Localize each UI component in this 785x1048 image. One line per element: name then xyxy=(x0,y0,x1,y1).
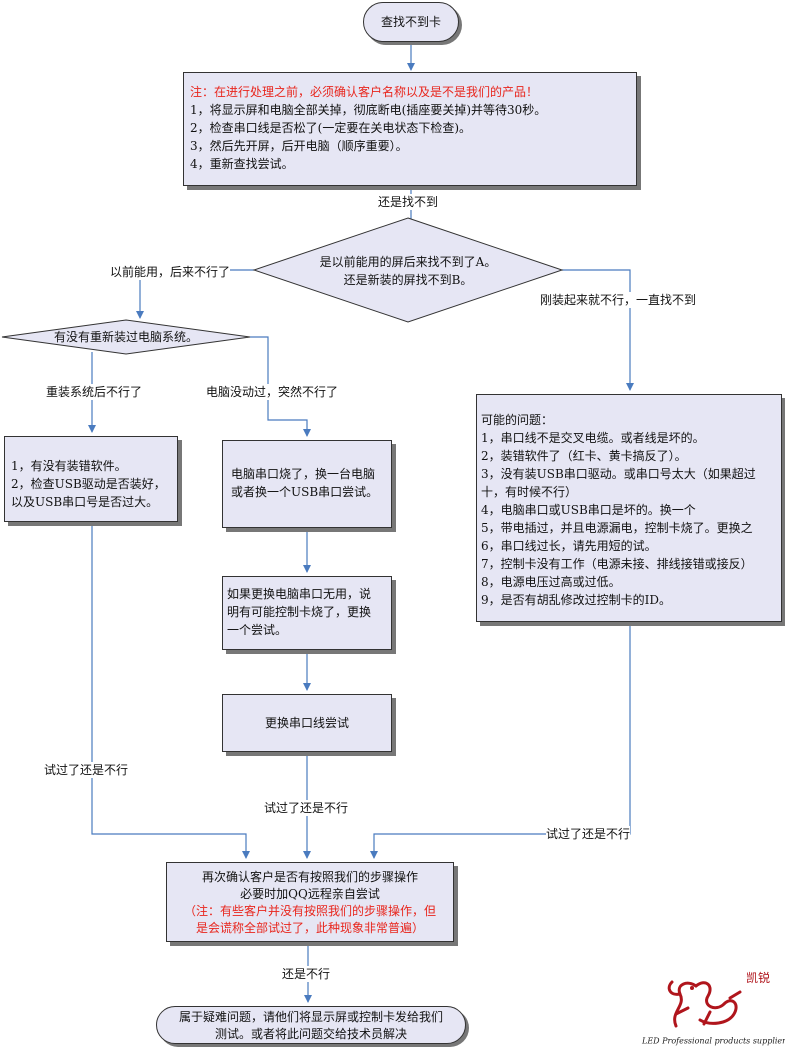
card-line-3: 一个尝试。 xyxy=(227,623,288,637)
end-node: 属于疑难问题，请他们将显示屏或控制卡发给我们 测试。或者将此问题交给技术员解决 xyxy=(156,1006,466,1044)
replace-cable-box: 更换串口线尝试 xyxy=(222,694,392,752)
brand-logo: 凯锐 LED Professional products suppliers ® xyxy=(640,968,785,1048)
confirm-line-2: 必要时加QQ远程亲自尝试 xyxy=(240,887,380,901)
label-still-not-found: 还是找不到 xyxy=(378,194,439,210)
logo-seal-text: 凯锐 xyxy=(746,971,770,985)
label-used-to-work: 以前能用，后来不行了 xyxy=(110,264,231,280)
problem-item: 4，电脑串口或USB串口是坏的。换一个 xyxy=(481,503,696,517)
confirm-note-2: 是会谎称全部试过了，此种现象非常普遍） xyxy=(195,921,424,935)
intro-box: 注：在进行处理之前，必须确认客户名称以及是不是我们的产品！ 1，将显示屏和电脑全… xyxy=(183,72,637,186)
label-pc-unchanged: 电脑没动过，突然不行了 xyxy=(206,384,339,400)
serial-port-box: 电脑串口烧了，换一台电脑 或者换一个USB串口尝试。 xyxy=(222,440,392,528)
intro-step-4: 4，重新查找尝试。 xyxy=(190,157,294,171)
problem-item: 2，装错软件了（红卡、黄卡搞反了）。 xyxy=(481,449,687,463)
problem-item: 9，是否有胡乱修改过控制卡的ID。 xyxy=(481,593,671,607)
label-tried-left: 试过了还是不行 xyxy=(44,762,129,778)
main-decision-line2: 还是新装的屏找不到B。 xyxy=(343,273,473,287)
intro-step-3: 3，然后先开屏，后开电脑（顺序重要）。 xyxy=(190,139,408,153)
cable-label: 更换串口线尝试 xyxy=(264,716,349,730)
software-line-3: 以及USB串口号是否过大。 xyxy=(11,495,159,509)
main-decision-line1: 是以前能用的屏后来找不到了A。 xyxy=(319,255,497,269)
control-card-box: 如果更换电脑串口无用，说 明有可能控制卡烧了，更换 一个尝试。 xyxy=(222,576,392,650)
left-decision-diamond xyxy=(1,319,251,355)
problem-item: 十，有时候不行） xyxy=(481,485,578,499)
label-still-fail: 还是不行 xyxy=(282,966,331,982)
port-line-1: 电脑串口烧了，换一台电脑 xyxy=(231,467,376,481)
main-decision-text: 是以前能用的屏后来找不到了A。 还是新装的屏找不到B。 xyxy=(300,253,516,289)
end-line-2: 测试。或者将此问题交给技术员解决 xyxy=(214,1027,407,1041)
start-node: 查找不到卡 xyxy=(363,2,459,42)
dragon-icon: 凯锐 xyxy=(667,971,770,1028)
problems-title: 可能的问题： xyxy=(481,413,554,427)
intro-step-1: 1，将显示屏和电脑全部关掉，彻底断电(插座要关掉)并等待30秒。 xyxy=(190,103,547,117)
problem-item: 8，电源电压过高或过低。 xyxy=(481,575,621,589)
possible-problems-box: 可能的问题： 1，串口线不是交叉电缆。或者线是坏的。 2，装错软件了（红卡、黄卡… xyxy=(476,394,782,622)
card-line-2: 明有可能控制卡烧了，更换 xyxy=(227,605,372,619)
left-decision-label: 有没有重新装过电脑系统。 xyxy=(53,330,198,344)
software-line-1: 1，有没有装错软件。 xyxy=(11,459,127,473)
confirm-note-1: （注：有些客户并没有按照我们的步骤操作，但 xyxy=(183,904,436,918)
confirm-line-1: 再次确认客户是否有按照我们的步骤操作 xyxy=(201,870,418,884)
problem-item: 7，控制卡没有工作（电源未接、排线接错或接反） xyxy=(481,557,753,571)
card-line-1: 如果更换电脑串口无用，说 xyxy=(227,587,372,601)
start-label: 查找不到卡 xyxy=(380,15,441,29)
problem-item: 1，串口线不是交叉电缆。或者线是坏的。 xyxy=(481,431,705,445)
intro-note: 注：在进行处理之前，必须确认客户名称以及是不是我们的产品！ xyxy=(190,85,539,99)
label-never-worked: 刚装起来就不行，一直找不到 xyxy=(540,292,697,308)
label-tried-right: 试过了还是不行 xyxy=(546,826,631,842)
label-tried-middle: 试过了还是不行 xyxy=(264,800,349,816)
label-after-reinstall: 重装系统后不行了 xyxy=(46,384,143,400)
main-decision-diamond xyxy=(252,217,564,323)
logo-caption: LED Professional products suppliers xyxy=(642,1036,785,1046)
end-line-1: 属于疑难问题，请他们将显示屏或控制卡发给我们 xyxy=(178,1010,443,1024)
software-line-2: 2，检查USB驱动是否装好， xyxy=(11,477,166,491)
problem-item: 3，没有装USB串口驱动。或串口号太大（如果超过 xyxy=(481,467,756,481)
left-decision-text: 有没有重新装过电脑系统。 xyxy=(26,328,226,346)
problem-item: 5，带电插过，并且电源漏电，控制卡烧了。更换之 xyxy=(481,521,753,535)
software-check-box: 1，有没有装错软件。 2，检查USB驱动是否装好， 以及USB串口号是否过大。 xyxy=(4,436,178,522)
problem-item: 6，串口线过长，请先用短的试。 xyxy=(481,539,657,553)
port-line-2: 或者换一个USB串口尝试。 xyxy=(231,485,379,499)
confirm-box: 再次确认客户是否有按照我们的步骤操作 必要时加QQ远程亲自尝试 （注：有些客户并… xyxy=(166,862,454,942)
intro-step-2: 2，检查串口线是否松了(一定要在关电状态下检查)。 xyxy=(190,121,472,135)
